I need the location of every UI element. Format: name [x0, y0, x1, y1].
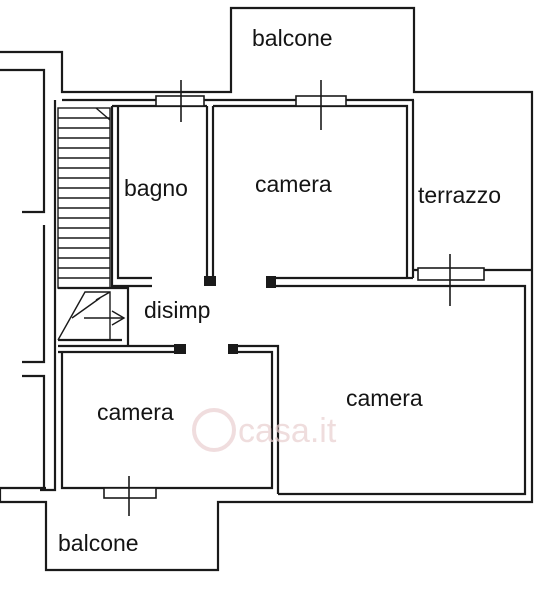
- label-terrazzo: terrazzo: [418, 182, 501, 208]
- staircase: [57, 107, 126, 341]
- watermark: casa.it: [192, 408, 337, 452]
- label-camera-left: camera: [97, 399, 174, 425]
- label-bagno: bagno: [124, 175, 188, 201]
- window-camera-left: [103, 487, 157, 499]
- windows: [103, 80, 485, 516]
- window-camera-right: [417, 267, 485, 281]
- label-balcone-top: balcone: [252, 25, 333, 51]
- label-camera-top: camera: [255, 171, 332, 197]
- label-balcone-bottom: balcone: [58, 530, 139, 556]
- watermark-text: casa.it: [238, 412, 337, 450]
- label-camera-right: camera: [346, 385, 423, 411]
- label-disimp: disimp: [144, 297, 210, 323]
- outer-walls: [0, 6, 534, 572]
- door-jambs: [174, 276, 276, 354]
- camera-icon: [192, 408, 236, 452]
- window-bagno: [155, 95, 205, 107]
